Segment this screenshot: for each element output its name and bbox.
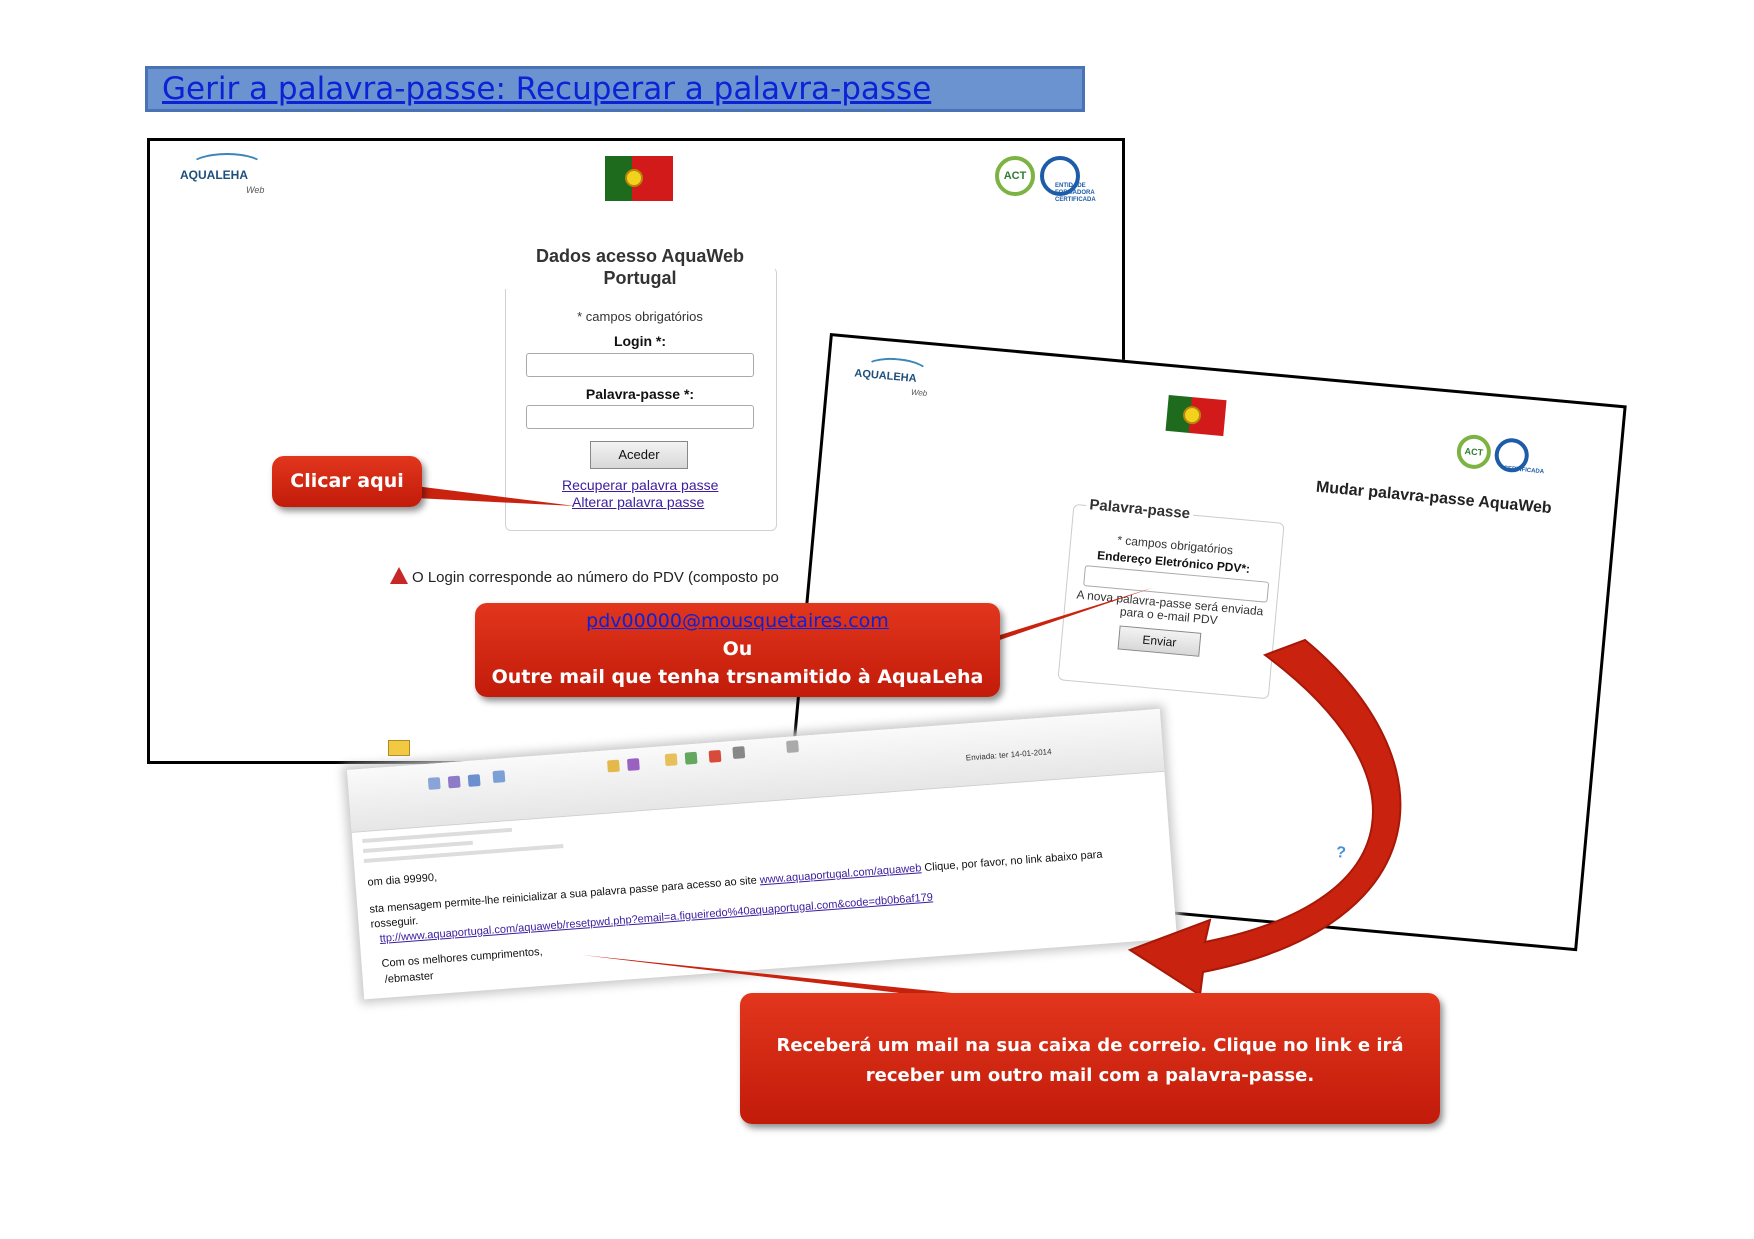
receive-mail-callout: Receberá um mail na sua caixa de correio… [740, 993, 1440, 1124]
receive-line-1: Receberá um mail na sua caixa de correio… [776, 1035, 1404, 1056]
portugal-flag [605, 156, 673, 201]
receive-line-2: receber um outro mail com a palavra-pass… [865, 1065, 1315, 1086]
email-callout: pdv00000@mousquetaires.com Ou Outre mail… [475, 603, 1000, 697]
warning-icon [390, 567, 408, 584]
curved-arrow-icon [1127, 638, 1402, 997]
click-here-pointer [415, 486, 575, 506]
email-callout-pointer [985, 588, 1152, 645]
aqualeha-logo: AQUALEHA Web [180, 153, 290, 201]
click-here-callout: Clicar aqui [272, 456, 422, 507]
slide-title-bar: Gerir a palavra-passe: Recuperar a palav… [145, 66, 1085, 112]
other-mail-text: Outre mail que tenha trsnamitido à AquaL… [491, 666, 984, 688]
aceder-button[interactable]: Aceder [590, 441, 688, 469]
password-input[interactable] [526, 405, 754, 429]
slide-title-link[interactable]: Gerir a palavra-passe: Recuperar a palav… [162, 71, 932, 107]
login-label: Login *: [613, 333, 667, 349]
certified-entity-label: ENTIDADE FORMADORA CERTIFICADA [1055, 183, 1096, 203]
login-warning-text: O Login corresponde ao número do PDV (co… [412, 569, 779, 586]
envelope-icon[interactable] [388, 740, 410, 756]
or-text: Ou [722, 638, 753, 660]
act-cert-icon: ACT [995, 156, 1035, 196]
password-label: Palavra-passe *: [585, 386, 695, 402]
login-input[interactable] [526, 353, 754, 377]
recover-password-link[interactable]: Recuperar palavra passe [562, 477, 719, 493]
change-password-link[interactable]: Alterar palavra passe [572, 494, 705, 510]
receive-mail-pointer [582, 955, 1020, 1005]
required-note: * campos obrigatórios [577, 309, 703, 324]
pdv-email-link[interactable]: pdv00000@mousquetaires.com [586, 610, 889, 632]
login-form-title: Dados acesso AquaWeb Portugal [505, 245, 775, 289]
certified-entity-icon [1040, 156, 1080, 196]
